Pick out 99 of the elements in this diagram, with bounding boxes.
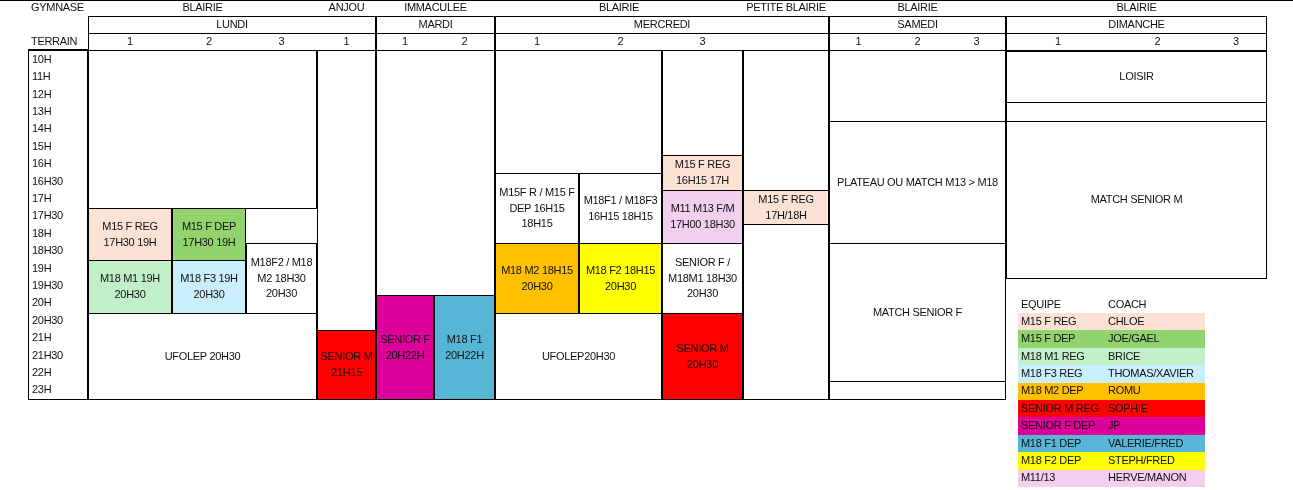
training-slot: SENIOR M 20H30 xyxy=(662,313,743,400)
gym-name: BLAIRIE xyxy=(597,1,641,15)
team-name: SENIOR F DEP xyxy=(1020,418,1097,434)
team-name: M18 F3 REG xyxy=(1020,365,1084,381)
court-number: 3 xyxy=(698,34,707,50)
team-name: M15 F REG xyxy=(1020,313,1078,329)
training-slot: M15 F REG 17H30 19H xyxy=(88,208,172,261)
training-slot: MATCH SENIOR F xyxy=(829,243,1006,382)
team-name: M11/13 xyxy=(1020,470,1057,486)
time-label: 21H xyxy=(31,330,53,346)
training-slot: M15F R / M15 F DEP 16H15 18H15 xyxy=(495,173,579,244)
time-label: 20H30 xyxy=(31,312,64,328)
coach-name: STEPH/FRED xyxy=(1107,452,1176,468)
time-label: 23H xyxy=(31,382,53,398)
training-slot: MATCH SENIOR M xyxy=(1006,121,1267,279)
court-number: 2 xyxy=(1153,34,1162,50)
court-number: 2 xyxy=(460,34,469,50)
column-header: EQUIPE xyxy=(1020,296,1062,312)
court-number: 2 xyxy=(205,34,213,50)
training-slot: M18F1 / M18F3 16H15 18H15 xyxy=(579,173,662,244)
training-slot: SENIOR M 21H15 xyxy=(317,330,376,400)
coach-name: JOE/GAEL xyxy=(1107,331,1161,347)
gym-name: GYMNASE xyxy=(30,1,85,15)
team-name: SENIOR M REG xyxy=(1020,400,1100,416)
day-name: DIMANCHE xyxy=(1107,17,1166,33)
training-slot: M11 M13 F/M 17H00 18H30 xyxy=(662,190,743,244)
training-slot: M18 F2 18H15 20H30 xyxy=(579,243,662,314)
court-number: 3 xyxy=(1232,34,1240,50)
time-label: 22H xyxy=(31,364,53,380)
day-name: SAMEDI xyxy=(896,17,939,33)
court-number: 1 xyxy=(342,34,351,50)
court-number: 1 xyxy=(126,34,134,50)
coach-name: SOPHIE xyxy=(1107,400,1149,416)
gym-name: BLAIRIE xyxy=(896,1,939,15)
empty-slot xyxy=(376,50,495,296)
day-name: MARDI xyxy=(417,17,454,33)
column-header: COACH xyxy=(1107,296,1148,312)
column-header: TERRAIN xyxy=(30,34,79,50)
time-label: 18H xyxy=(31,225,53,241)
court-number: 3 xyxy=(972,34,981,50)
time-label: 15H xyxy=(31,138,53,154)
time-label: 11H xyxy=(31,69,52,85)
training-slot: M18 M1 19H 20H30 xyxy=(88,260,172,314)
training-slot: M18F2 / M18 M2 18H30 20H30 xyxy=(246,243,317,314)
training-slot: UFOLEP20H30 xyxy=(495,313,662,400)
training-slot: PLATEAU OU MATCH M13 > M18 xyxy=(829,121,1006,244)
team-name: M15 F DEP xyxy=(1020,331,1077,347)
training-slot: UFOLEP 20H30 xyxy=(88,313,317,400)
court-number: 1 xyxy=(854,34,863,50)
time-label: 16H30 xyxy=(31,173,64,189)
team-name: M18 F1 DEP xyxy=(1020,435,1082,451)
training-slot: M18 F3 19H 20H30 xyxy=(172,260,246,314)
coach-name: VALERIE/FRED xyxy=(1107,435,1185,451)
time-label: 13H xyxy=(31,103,53,119)
day-name: LUNDI xyxy=(215,17,249,33)
time-label: 21H30 xyxy=(31,347,64,363)
training-slot: M18 F1 20H22H xyxy=(434,295,495,400)
time-label: 12H xyxy=(31,86,53,102)
time-label: 20H xyxy=(31,295,53,311)
coach-name: THOMAS/XAVIER xyxy=(1107,365,1195,381)
court-number: 1 xyxy=(533,34,541,50)
training-slot: M15 F REG 16H15 17H xyxy=(662,155,743,191)
training-slot: SENIOR F / M18M1 18H30 20H30 xyxy=(662,243,743,314)
team-name: M18 F2 DEP xyxy=(1020,452,1082,468)
time-label: 19H30 xyxy=(31,277,64,293)
training-slot: SENIOR F 20H22H xyxy=(376,295,434,400)
team-name: M18 M1 REG xyxy=(1020,348,1086,364)
court-number: 1 xyxy=(401,34,409,50)
training-slot: M18 M2 18H15 20H30 xyxy=(495,243,579,314)
empty-slot xyxy=(1006,102,1267,122)
time-label: 17H30 xyxy=(31,208,64,224)
empty-slot xyxy=(829,381,1006,400)
empty-slot xyxy=(88,50,317,209)
court-number: 2 xyxy=(616,34,625,50)
gym-name: BLAIRIE xyxy=(1115,1,1158,15)
court-number: 2 xyxy=(913,34,922,50)
gym-name: BLAIRIE xyxy=(181,1,224,15)
time-label: 16H xyxy=(31,156,53,172)
empty-slot xyxy=(495,50,662,174)
coach-name: HERVE/MANON xyxy=(1107,470,1188,486)
training-slot: M15 F DEP 17H30 19H xyxy=(172,208,246,261)
time-label: 10H xyxy=(31,51,53,67)
coach-name: JP xyxy=(1107,418,1122,434)
coach-name: BRICE xyxy=(1107,348,1142,364)
team-name: M18 M2 DEP xyxy=(1020,383,1085,399)
time-label: 19H xyxy=(31,260,53,276)
time-label: 17H xyxy=(31,190,53,206)
coach-name: CHLOE xyxy=(1107,313,1146,329)
gym-name: PETITE BLAIRIE xyxy=(745,1,827,15)
gym-name: ANJOU xyxy=(327,1,366,15)
time-label: 14H xyxy=(31,121,53,137)
gym-name: IMMACULEE xyxy=(403,1,468,15)
court-number: 1 xyxy=(1054,34,1062,50)
court-number: 3 xyxy=(277,34,286,50)
training-slot: LOISIR xyxy=(1006,51,1267,103)
day-name: MERCREDI xyxy=(632,17,692,33)
coach-name: ROMU xyxy=(1107,383,1142,399)
time-label: 18H30 xyxy=(31,243,64,259)
empty-slot xyxy=(829,50,1006,122)
